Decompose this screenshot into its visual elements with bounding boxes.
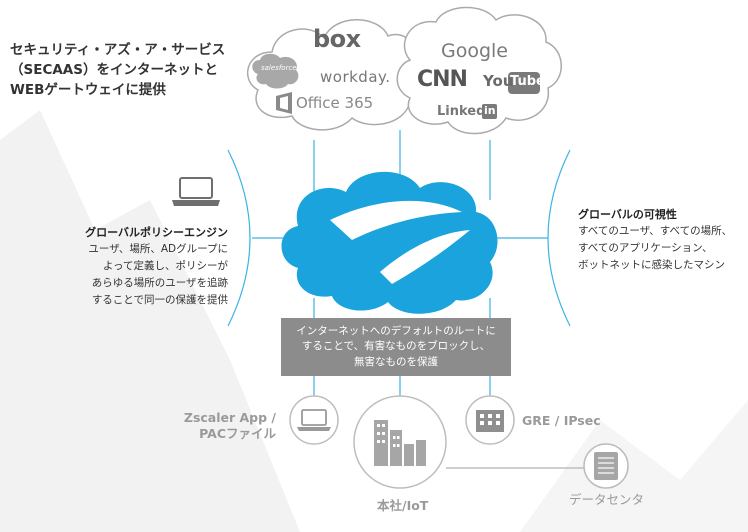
- right-arc: [547, 149, 571, 327]
- default-route-box: インターネットへのデフォルトのルートに することで、有害なものをブロックし、 無…: [281, 318, 511, 376]
- policy-engine-line-2: よって定義し、ポリシーが: [102, 260, 228, 272]
- visibility-heading: グローバルの可視性: [578, 208, 677, 221]
- default-route-line-2: することで、有害なものをブロックし、: [301, 340, 491, 353]
- policy-engine-line-3: あらゆる場所のユーザを追跡: [91, 277, 228, 289]
- visibility-line-3: ボットネットに感染したマシン: [578, 259, 725, 271]
- youtube-box: [508, 72, 540, 94]
- gre-ipsec-label: GRE / IPsec: [522, 413, 601, 428]
- box-logo: box: [313, 25, 361, 53]
- policy-engine-heading: グローバルポリシーエンジン: [85, 226, 228, 239]
- title-line-1: セキュリティ・アズ・ア・サービス: [10, 42, 226, 58]
- workday-logo: workday.: [320, 68, 391, 86]
- youtube-you-logo: You: [483, 72, 514, 90]
- linkedin-in-logo: in: [484, 104, 496, 117]
- zscaler-app-line-2: PACファイル: [199, 426, 276, 441]
- datacenter-server-icon: [594, 452, 618, 480]
- zscaler-app-label: Zscaler App / PACファイル: [184, 410, 276, 442]
- policy-engine-section: グローバルポリシーエンジン ユーザ、場所、ADグループに よって定義し、ポリシー…: [85, 224, 228, 309]
- office365-logo: Office 365: [296, 94, 374, 112]
- cnn-logo: CNN: [417, 67, 468, 92]
- laptop-base: [172, 200, 220, 206]
- small-laptop-icon: [301, 409, 327, 426]
- default-route-line-1: インターネットへのデフォルトのルートに: [296, 324, 496, 337]
- zscaler-swoosh-top: [330, 200, 462, 240]
- laptop-icon: [179, 177, 213, 199]
- background-mountain-right: [520, 400, 748, 532]
- hq-label: 本社/IoT: [377, 498, 429, 513]
- policy-engine-line-1: ユーザ、場所、ADグループに: [88, 243, 228, 255]
- salesforce-badge: [252, 53, 299, 89]
- youtube-tube-logo: Tube: [510, 74, 545, 89]
- policy-engine-line-4: することで同一の保護を提供: [91, 294, 228, 306]
- default-route-line-3: 無害なものを保護: [354, 355, 438, 368]
- linkedin-logo: Linked: [437, 104, 486, 119]
- zscaler-swoosh-bottom: [380, 230, 470, 284]
- small-laptop-base: [297, 427, 331, 431]
- title-line-3: WEBゲートウェイに提供: [10, 82, 166, 98]
- visibility-section: グローバルの可視性 すべてのユーザ、すべての場所、 すべてのアプリケーション、 …: [578, 206, 732, 274]
- google-logo: Google: [441, 40, 509, 62]
- zscaler-cloud: [281, 171, 498, 314]
- background-mountain: [0, 110, 300, 532]
- office-icon: [276, 92, 292, 114]
- salesforce-logo: salesforce: [261, 64, 297, 72]
- zscaler-app-line-1: Zscaler App /: [183, 410, 276, 425]
- zscaler-app-circle: [289, 395, 339, 445]
- cloud-right: [396, 6, 562, 135]
- left-arc: [227, 149, 251, 327]
- page-title: セキュリティ・アズ・ア・サービス （SECAAS）をインターネットと WEBゲー…: [10, 40, 225, 100]
- datacenter-label: データセンタ: [569, 492, 645, 507]
- linkedin-box: [482, 104, 497, 119]
- title-line-2: （SECAAS）をインターネットと: [10, 62, 218, 78]
- visibility-line-2: すべてのアプリケーション、: [578, 242, 713, 254]
- visibility-line-1: すべてのユーザ、すべての場所、: [578, 225, 733, 237]
